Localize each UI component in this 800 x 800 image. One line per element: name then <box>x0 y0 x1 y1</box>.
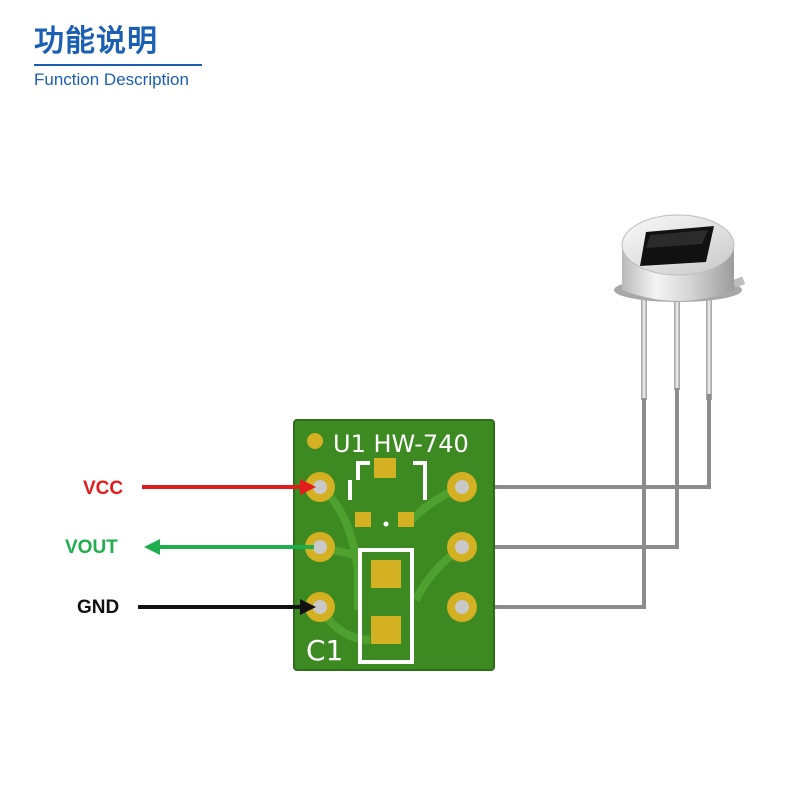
lead-wires <box>462 388 711 609</box>
gnd-arrow-icon <box>300 599 316 615</box>
vout-label: VOUT <box>65 537 118 558</box>
u1-pads <box>355 458 414 527</box>
vout-arrow-icon <box>144 539 160 555</box>
c1-outline <box>358 548 414 664</box>
c1-pad-bottom <box>371 616 401 644</box>
signal-wires <box>138 479 316 615</box>
title-underline <box>34 64 202 66</box>
pcb-board: U1 HW-740 C1 <box>293 419 495 671</box>
board-label: U1 HW-740 <box>333 430 469 458</box>
c1-pad-top <box>371 560 401 588</box>
header: 功能说明 Function Description <box>34 22 202 90</box>
right-pads <box>447 472 477 622</box>
u1-outline <box>348 461 427 500</box>
page-subtitle: Function Description <box>34 70 189 89</box>
vcc-label: VCC <box>83 478 123 499</box>
vcc-arrow-icon <box>300 479 316 495</box>
gnd-label: GND <box>77 597 119 618</box>
c1-label: C1 <box>306 634 343 667</box>
pir-sensor-icon <box>614 214 746 302</box>
sensor-legs <box>641 300 712 400</box>
page-title: 功能说明 <box>34 24 158 59</box>
pin1-marker-icon <box>307 433 323 449</box>
left-pads <box>305 472 335 622</box>
